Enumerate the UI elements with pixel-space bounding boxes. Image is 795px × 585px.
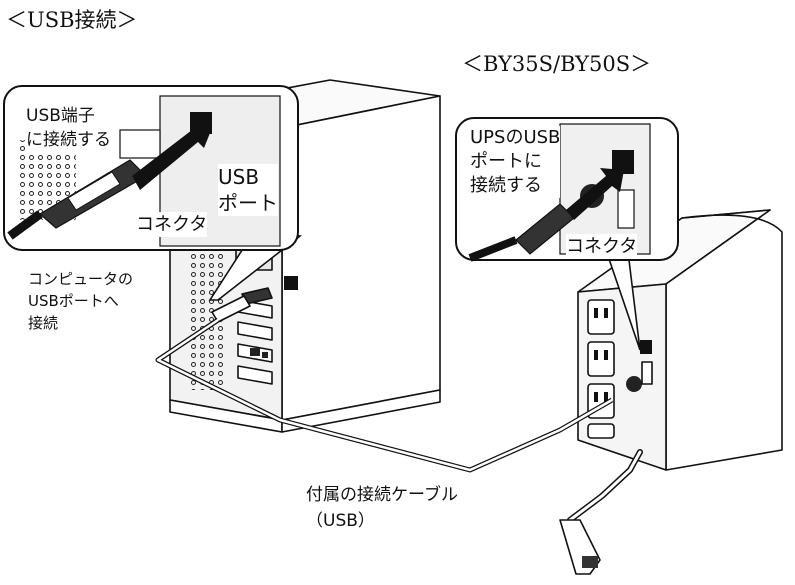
ups-connector-label: コネクタ xyxy=(566,234,638,259)
section-heading: ＜USB接続＞ xyxy=(6,8,138,32)
computer-port-label: コンピュータの USBポートへ 接続 xyxy=(28,270,134,332)
model-heading: ＜BY35S/BY50S＞ xyxy=(462,52,652,76)
pc-port-instruction-label: USB端子 に接続する xyxy=(26,104,111,152)
pc-connector-label: コネクタ xyxy=(136,212,208,237)
usb-cable xyxy=(155,317,614,473)
ups-unit xyxy=(559,209,783,575)
pc-usb-port-label: USB ポート xyxy=(218,164,278,216)
ups-port-instruction-label: UPSのUSB ポートに 接続する xyxy=(470,126,561,198)
cable-label: 付属の接続ケーブル （USB） xyxy=(306,485,458,531)
ups-port-callout xyxy=(455,117,679,351)
